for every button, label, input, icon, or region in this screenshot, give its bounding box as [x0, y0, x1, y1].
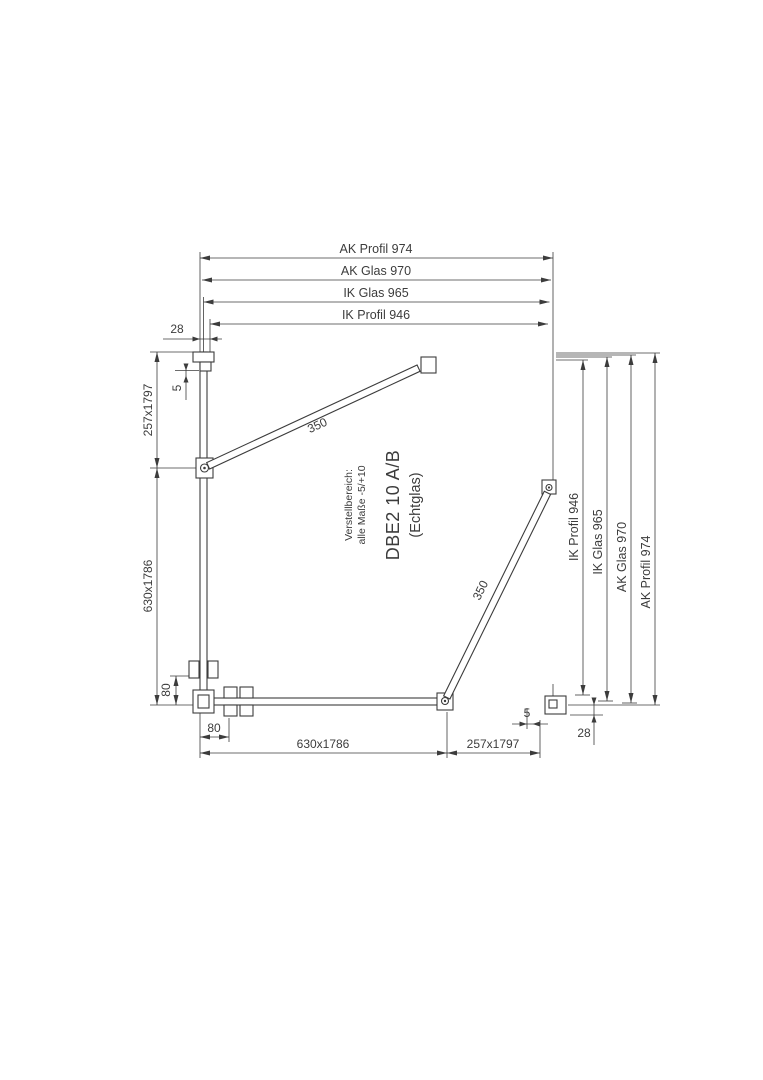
arrow	[591, 715, 597, 723]
adjustment-note-line2: alle Maße -5/+10	[356, 465, 368, 544]
door-panel-right: 350	[442, 490, 552, 700]
top-dimensions: AK Profil 974 AK Glas 970 IK Glas 965 IK…	[200, 242, 553, 327]
arrow	[519, 721, 527, 727]
dim-label-left-panel-bottom: 630x1786	[297, 737, 350, 751]
glass-clamps-bottom	[223, 686, 254, 717]
dim-label-wall-offset-left: 28	[170, 322, 184, 336]
dim-label-clamp-offset-bottom: 80	[207, 721, 221, 735]
extension-lines	[150, 252, 660, 758]
dim-label-ak-glas-top: AK Glas 970	[341, 264, 411, 278]
dim-label-ik-glas-right: IK Glas 965	[591, 509, 605, 574]
glass-type: (Echtglas)	[408, 472, 424, 537]
dim-label-ik-glas-top: IK Glas 965	[343, 286, 408, 300]
arrow	[192, 336, 200, 342]
dim-label-ak-glas-right: AK Glas 970	[615, 522, 629, 592]
bottom-wall-profile	[199, 697, 448, 706]
dim-label-wall-offset-bottom: 28	[577, 726, 591, 740]
wall-bracket-bottom-right	[544, 695, 567, 715]
arrow	[183, 363, 189, 371]
dim-label-lower-panel-left: 630x1786	[141, 559, 155, 612]
right-dimensions: IK Profil 946 IK Glas 965 AK Glas 970 AK…	[567, 353, 658, 705]
arrow	[210, 336, 218, 342]
hinge-right-top	[541, 479, 557, 495]
arrow	[183, 375, 189, 383]
left-dimensions: 28 5 257x1797 630x1786 80	[141, 322, 222, 705]
dim-label-ak-profil-right: AK Profil 974	[639, 535, 653, 608]
dim-label-glass-gap-left: 5	[170, 384, 184, 391]
dim-label-right-panel-bottom: 257x1797	[467, 737, 520, 751]
arrow	[591, 697, 597, 705]
dim-label-glass-gap-bottom: 5	[524, 706, 531, 720]
corner-block-bottom-left	[192, 689, 215, 714]
dim-label-ik-profil-right: IK Profil 946	[567, 493, 581, 561]
left-wall-profile	[199, 351, 208, 706]
title-block: DBE2 10 A/B (Echtglas) Verstellbereich: …	[343, 450, 424, 561]
model-name: DBE2 10 A/B	[383, 450, 403, 561]
dim-label-clamp-offset-left: 80	[159, 683, 173, 697]
dim-label-door2-width: 350	[470, 578, 492, 602]
bottom-dimensions: 80 630x1786 257x1797 5 28	[200, 697, 597, 756]
glass-clamp-left	[188, 660, 219, 679]
arrow	[532, 721, 540, 727]
door-end-fitting-left	[420, 356, 437, 374]
wall-bracket-top-left	[192, 351, 215, 372]
dim-label-ak-profil-top: AK Profil 974	[340, 242, 413, 256]
dim-label-upper-panel-left: 257x1797	[141, 383, 155, 436]
door-panel-left: 350	[205, 356, 437, 470]
dim-label-ik-profil-top: IK Profil 946	[342, 308, 410, 322]
adjustment-note-line1: Verstellbereich:	[343, 469, 355, 541]
